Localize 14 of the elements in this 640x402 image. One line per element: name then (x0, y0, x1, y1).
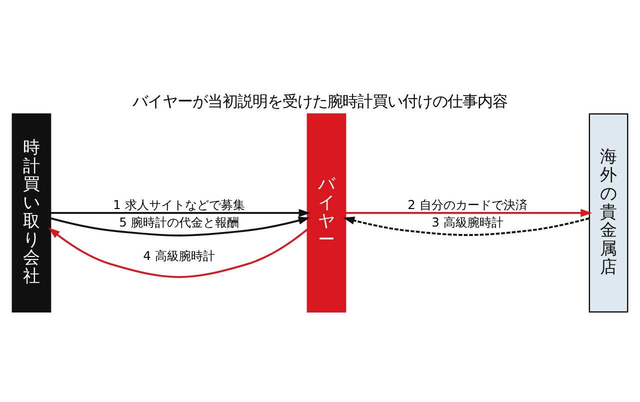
diagram-title: バイヤーが当初説明を受けた腕時計買い付けの仕事内容 (132, 92, 508, 110)
edge-label: 3 高級腕時計 (432, 215, 504, 230)
arrow (50, 216, 310, 236)
node-box: 海外の貴金属店 (588, 112, 628, 312)
node-box: 時計買い取り会社 (12, 112, 52, 312)
arrow (346, 208, 592, 216)
arrow (343, 216, 590, 236)
edge-label: 4 高級腕時計 (143, 248, 215, 263)
edge-label: 1 求人サイトなどで募集 (113, 197, 245, 212)
edge-label: 2 自分のカードで決済 (408, 197, 528, 212)
node-box: バイヤー (306, 112, 346, 312)
arrow (50, 208, 310, 216)
arrow (48, 227, 308, 278)
edge-label: 5 腕時計の代金と報酬 (119, 215, 239, 230)
